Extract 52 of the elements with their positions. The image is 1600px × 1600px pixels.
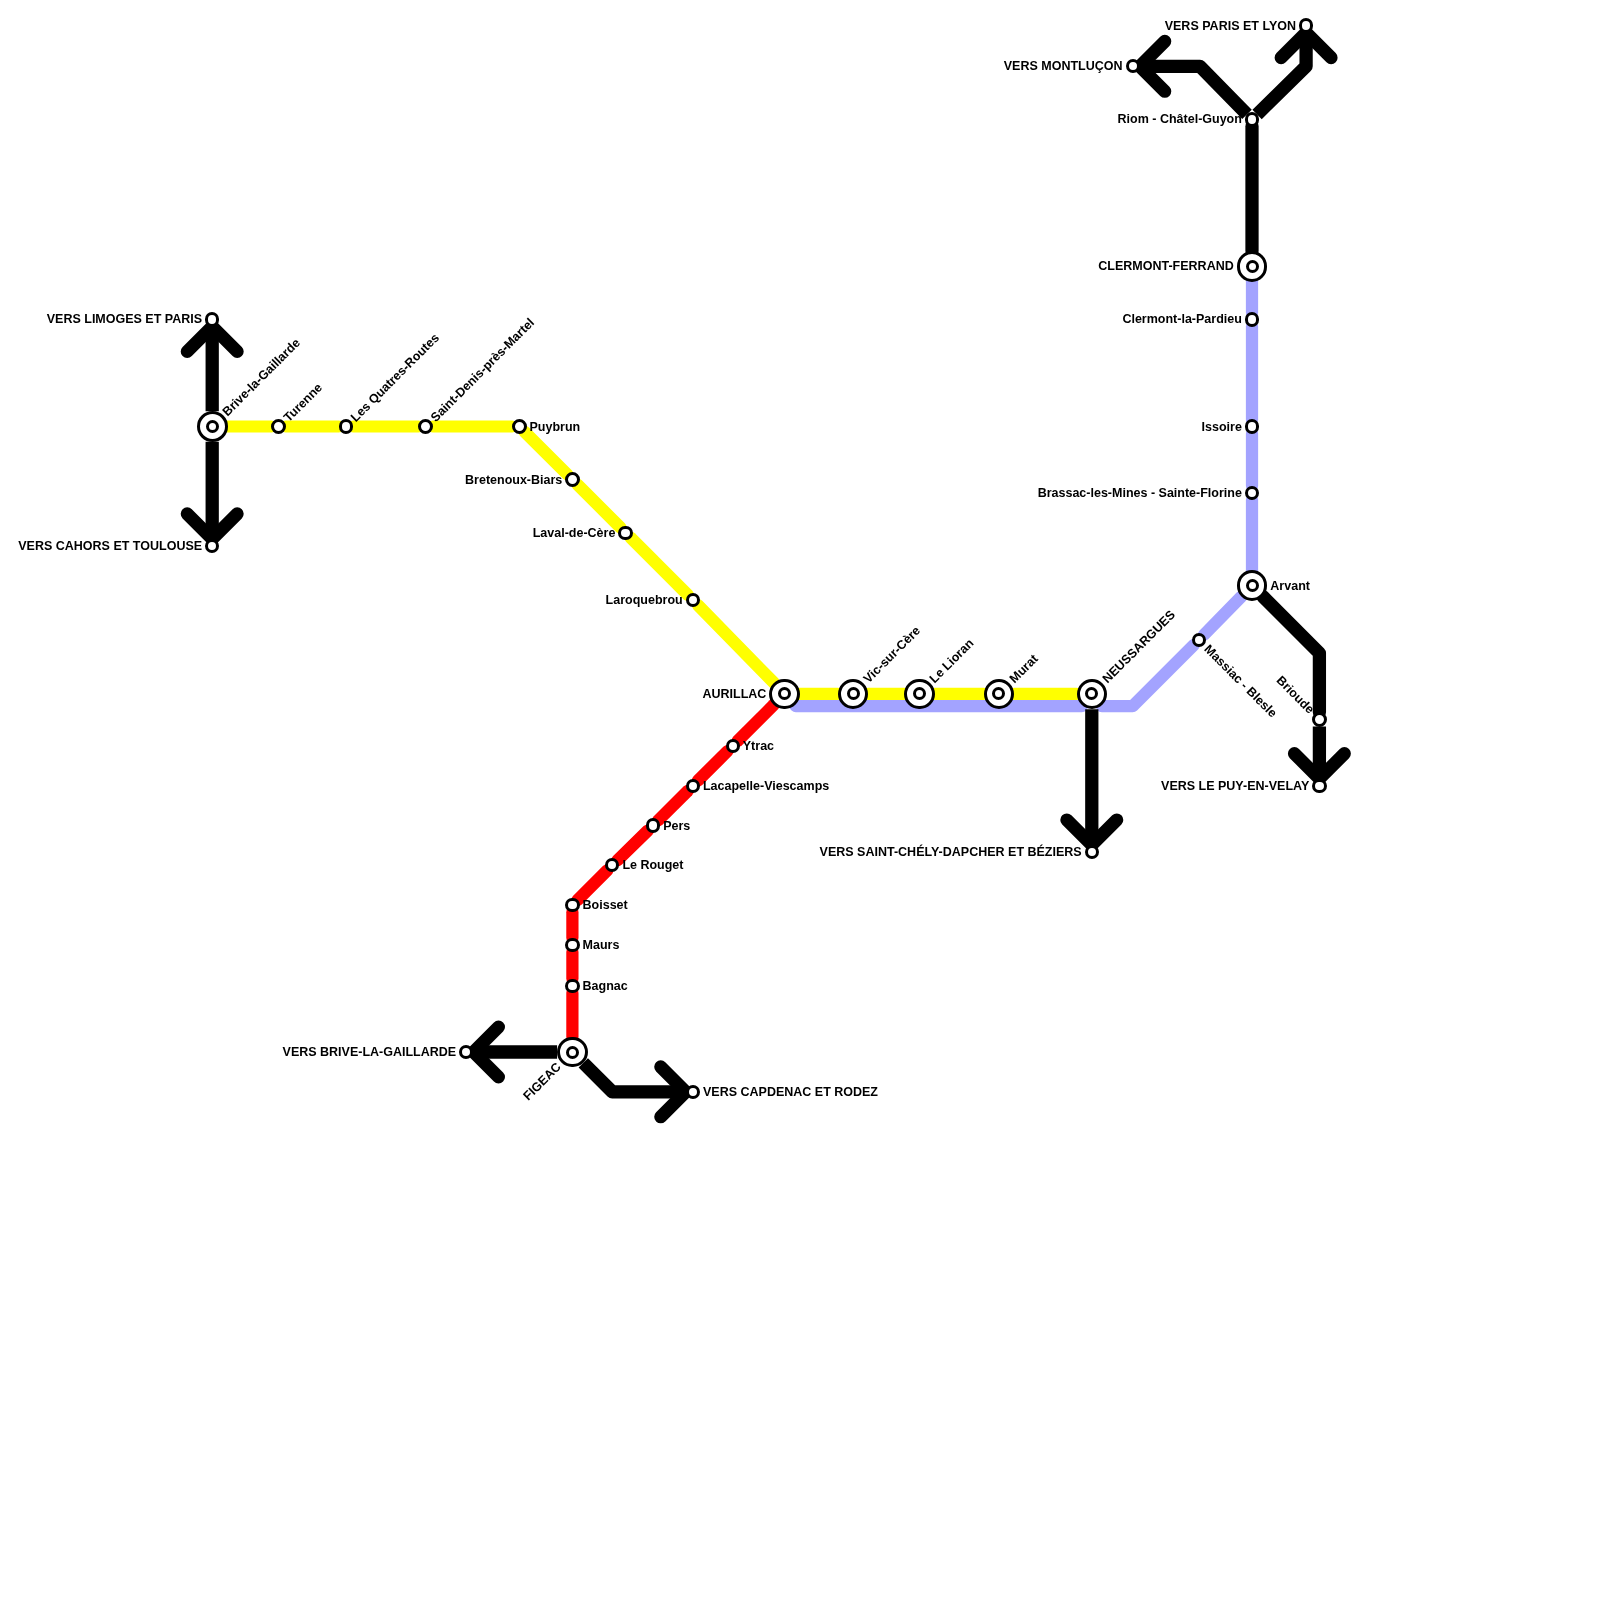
station-label: Pers [663, 819, 691, 832]
station-label: VERS CAPDENAC ET RODEZ [703, 1085, 878, 1099]
station-label: Issoire [1201, 420, 1242, 433]
station-marker [618, 525, 633, 540]
station-label: AURILLAC [702, 687, 767, 701]
station-marker [512, 419, 527, 434]
station-label: VERS CAHORS ET TOULOUSE [18, 539, 203, 553]
station-label: Boisset [582, 898, 628, 912]
station-label: CLERMONT-FERRAND [1098, 260, 1234, 273]
interchange-station-marker [1236, 251, 1268, 282]
rail-line [571, 478, 627, 534]
station-marker [459, 1044, 474, 1060]
station-marker [1244, 312, 1260, 327]
station-marker [565, 897, 580, 913]
rail-line [571, 864, 614, 907]
station-label: Maurs [582, 938, 620, 952]
station-label: VERS MONTLUÇON [1003, 60, 1123, 73]
station-marker [205, 312, 220, 327]
station-label: Lacapelle-Viescamps [703, 779, 830, 792]
station-label: Bretenoux-Biars [465, 473, 563, 486]
rail-line [624, 531, 694, 601]
station-marker [1312, 712, 1327, 727]
rail-line [1095, 638, 1200, 713]
station-marker [271, 419, 286, 434]
rail-line [518, 425, 574, 481]
station-marker [418, 419, 433, 434]
station-label: Puybrun [529, 420, 581, 433]
station-label: Brassac-les-Mines - Sainte-Florine [1037, 486, 1242, 500]
rail-line [1197, 590, 1248, 641]
rail-line [611, 824, 654, 867]
station-marker [565, 472, 580, 487]
station-marker [605, 858, 620, 873]
station-marker [1298, 18, 1314, 33]
station-label: VERS BRIVE-LA-GAILLARDE [282, 1045, 457, 1059]
station-label: Laroquebrou [605, 593, 683, 607]
station-label: Le Rouget [622, 859, 684, 872]
station-label: Ytrac [742, 739, 775, 753]
rail-line [788, 699, 1089, 713]
station-marker [1125, 59, 1140, 74]
station-label: VERS SAINT-CHÉLY-DAPCHER ET BÉZIERS [819, 845, 1082, 859]
rail-line [691, 599, 781, 689]
station-label: VERS PARIS ET LYON [1164, 19, 1296, 32]
station-label: VERS LE PUY-EN-VELAY [1161, 779, 1310, 792]
station-label: VERS LIMOGES ET PARIS [46, 313, 203, 326]
station-label: Riom - Châtel-Guyon [1117, 113, 1242, 126]
station-label: Laval-de-Cère [532, 526, 616, 539]
station-label: Clermont-la-Pardieu [1122, 313, 1242, 326]
rail-line [691, 744, 734, 787]
station-marker [1244, 419, 1260, 434]
station-label: Arvant [1270, 579, 1310, 592]
station-label: Bagnac [582, 979, 628, 992]
rail-line [652, 784, 694, 827]
